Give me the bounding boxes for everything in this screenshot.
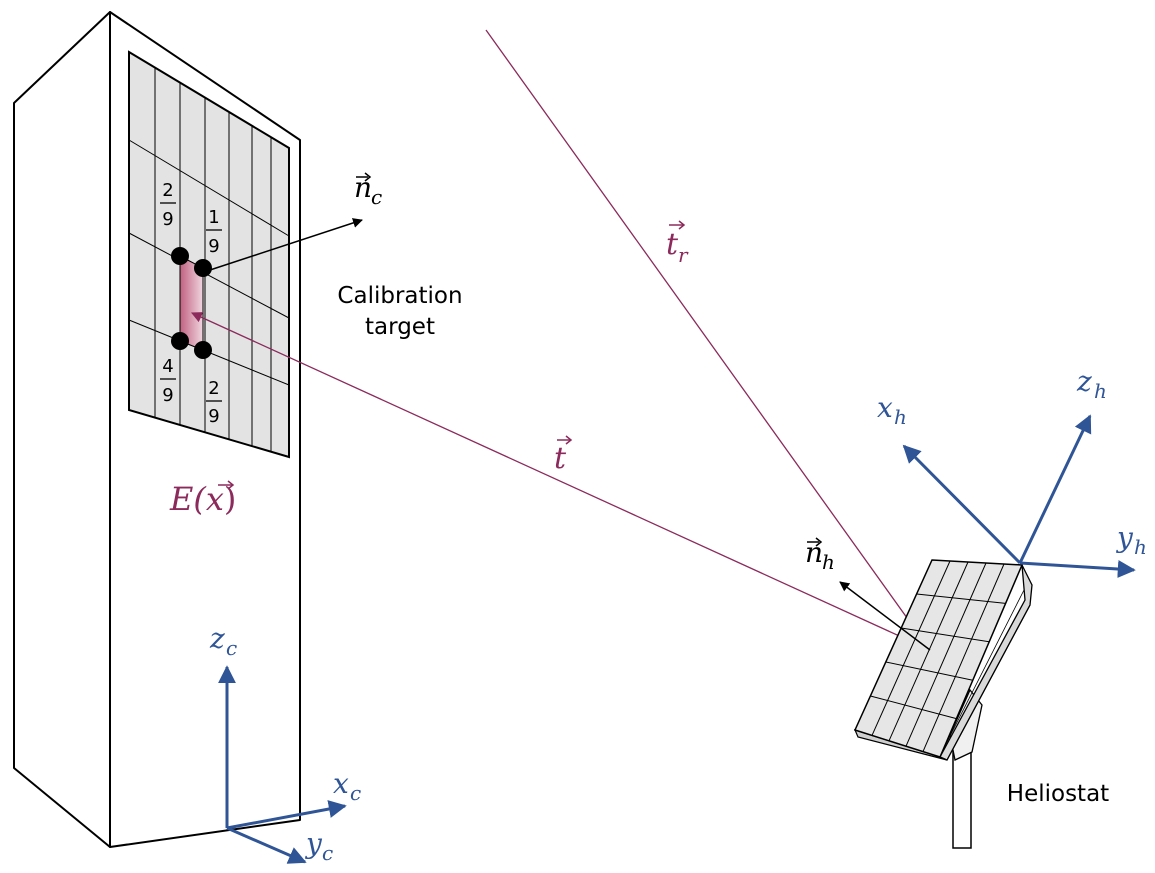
tower-side-face bbox=[13, 11, 111, 848]
svg-text:2: 2 bbox=[162, 180, 173, 201]
svg-text:9: 9 bbox=[208, 406, 219, 427]
tower-axes bbox=[218, 665, 347, 864]
heliostat-mirror bbox=[853, 559, 1024, 758]
svg-text:h: h bbox=[1134, 535, 1147, 559]
axis-x-h bbox=[902, 444, 1022, 565]
normal-vector-c bbox=[209, 218, 363, 271]
svg-text:x: x bbox=[333, 767, 349, 800]
calibration-target-label: Calibration bbox=[337, 283, 462, 309]
svg-text:9: 9 bbox=[208, 236, 219, 257]
svg-text:y: y bbox=[1115, 521, 1134, 554]
fraction-top-left: 2 9 bbox=[160, 180, 176, 230]
svg-text:9: 9 bbox=[162, 209, 173, 230]
label-x-c: x c bbox=[333, 767, 361, 805]
label-normal-c: n c bbox=[354, 171, 382, 209]
axis-y-h bbox=[1019, 560, 1136, 578]
svg-text:h: h bbox=[894, 405, 907, 429]
heliostat-axes bbox=[902, 414, 1136, 578]
svg-text:4: 4 bbox=[162, 356, 173, 377]
aperture-corner-dot bbox=[194, 259, 212, 277]
calibration-target: 2 9 1 9 4 9 2 9 bbox=[128, 50, 290, 459]
svg-text:t: t bbox=[554, 441, 567, 476]
ray-t-reflected bbox=[485, 29, 931, 651]
svg-text:t: t bbox=[666, 227, 679, 262]
heliostat-label: Heliostat bbox=[1007, 781, 1109, 807]
svg-text:h: h bbox=[822, 550, 835, 574]
label-z-c: z c bbox=[209, 622, 237, 660]
label-y-c: y c bbox=[304, 827, 333, 865]
svg-text:E(x): E(x) bbox=[169, 480, 236, 518]
svg-text:2: 2 bbox=[208, 378, 219, 399]
aperture-corner-dot bbox=[171, 332, 189, 350]
svg-text:x: x bbox=[877, 391, 893, 424]
svg-text:c: c bbox=[322, 841, 333, 865]
svg-text:h: h bbox=[1094, 379, 1107, 403]
aperture-corner-dot bbox=[194, 341, 212, 359]
calibration-target-label-2: target bbox=[365, 314, 435, 340]
axis-x-c bbox=[226, 800, 347, 830]
axis-y-c bbox=[226, 826, 307, 864]
svg-text:c: c bbox=[350, 781, 361, 805]
label-x-h: x h bbox=[877, 391, 907, 429]
fraction-bottom-right: 2 9 bbox=[206, 378, 222, 427]
svg-text:z: z bbox=[1076, 365, 1092, 398]
label-ray-t: t bbox=[554, 435, 573, 476]
svg-text:r: r bbox=[678, 243, 689, 267]
label-ray-t-reflected: t r bbox=[666, 220, 689, 267]
axis-z-h bbox=[1018, 414, 1092, 564]
svg-text:9: 9 bbox=[162, 385, 173, 406]
fraction-bottom-left: 4 9 bbox=[160, 356, 176, 406]
svg-text:z: z bbox=[209, 622, 225, 655]
svg-text:y: y bbox=[304, 827, 323, 860]
flux-label: E(x) bbox=[169, 480, 236, 518]
heliostat bbox=[853, 559, 1033, 849]
svg-text:c: c bbox=[371, 185, 382, 209]
normal-vector-h bbox=[839, 581, 931, 651]
svg-text:c: c bbox=[226, 636, 237, 660]
label-z-h: z h bbox=[1076, 365, 1107, 403]
fraction-top-right: 1 9 bbox=[206, 207, 222, 257]
svg-text:1: 1 bbox=[208, 207, 219, 228]
label-y-h: y h bbox=[1115, 521, 1147, 559]
label-normal-h: n h bbox=[805, 536, 835, 574]
aperture-corner-dot bbox=[171, 247, 189, 265]
ray-t bbox=[190, 312, 931, 651]
